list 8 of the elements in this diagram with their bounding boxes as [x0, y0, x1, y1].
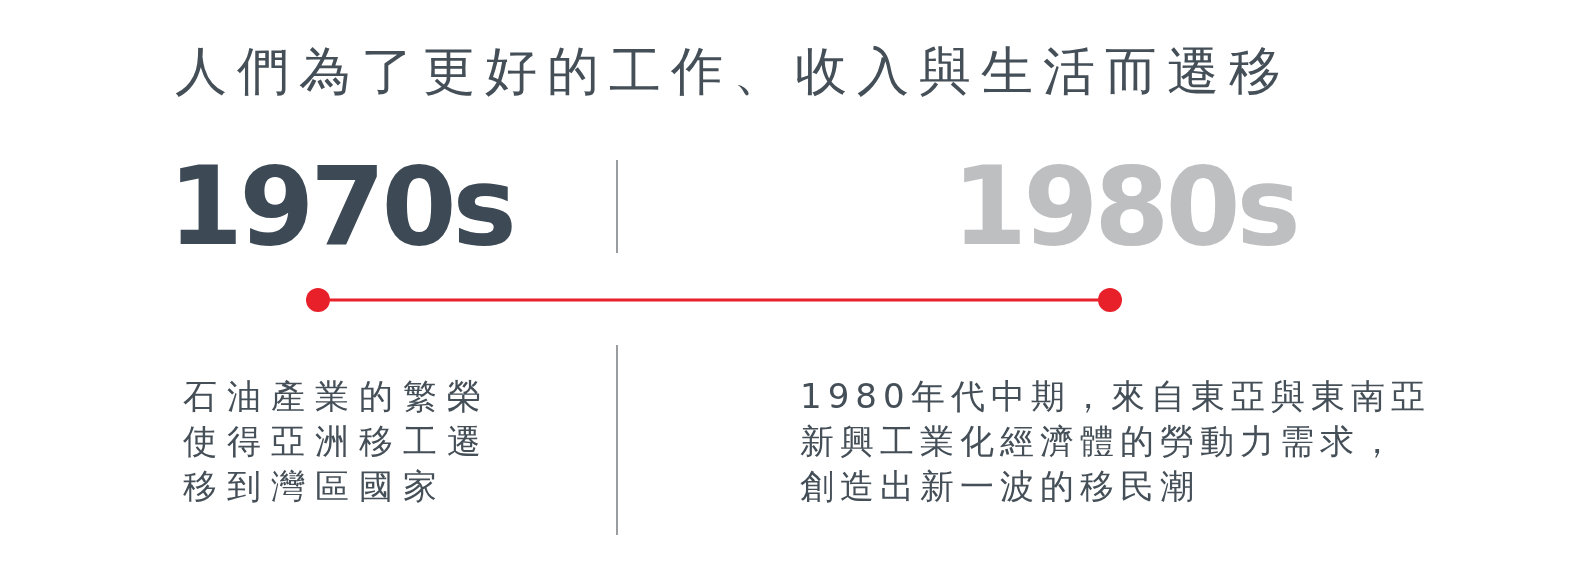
- year-label: 1970s: [168, 148, 513, 267]
- title: 人們為了更好的工作、收入與生活而遷移: [175, 40, 1291, 103]
- timeline-dot: [1098, 288, 1122, 312]
- year-label: 1980s: [952, 148, 1297, 267]
- description-text: 石油產業的繁榮使得亞洲移工遷移到灣區國家: [183, 375, 492, 508]
- timeline-dot: [306, 288, 330, 312]
- description-text: 1980年代中期，來自東亞與東南亞新興工業化經濟體的勞動力需求，創造出新一波的移民潮: [800, 375, 1432, 508]
- timeline-line: [330, 298, 1098, 302]
